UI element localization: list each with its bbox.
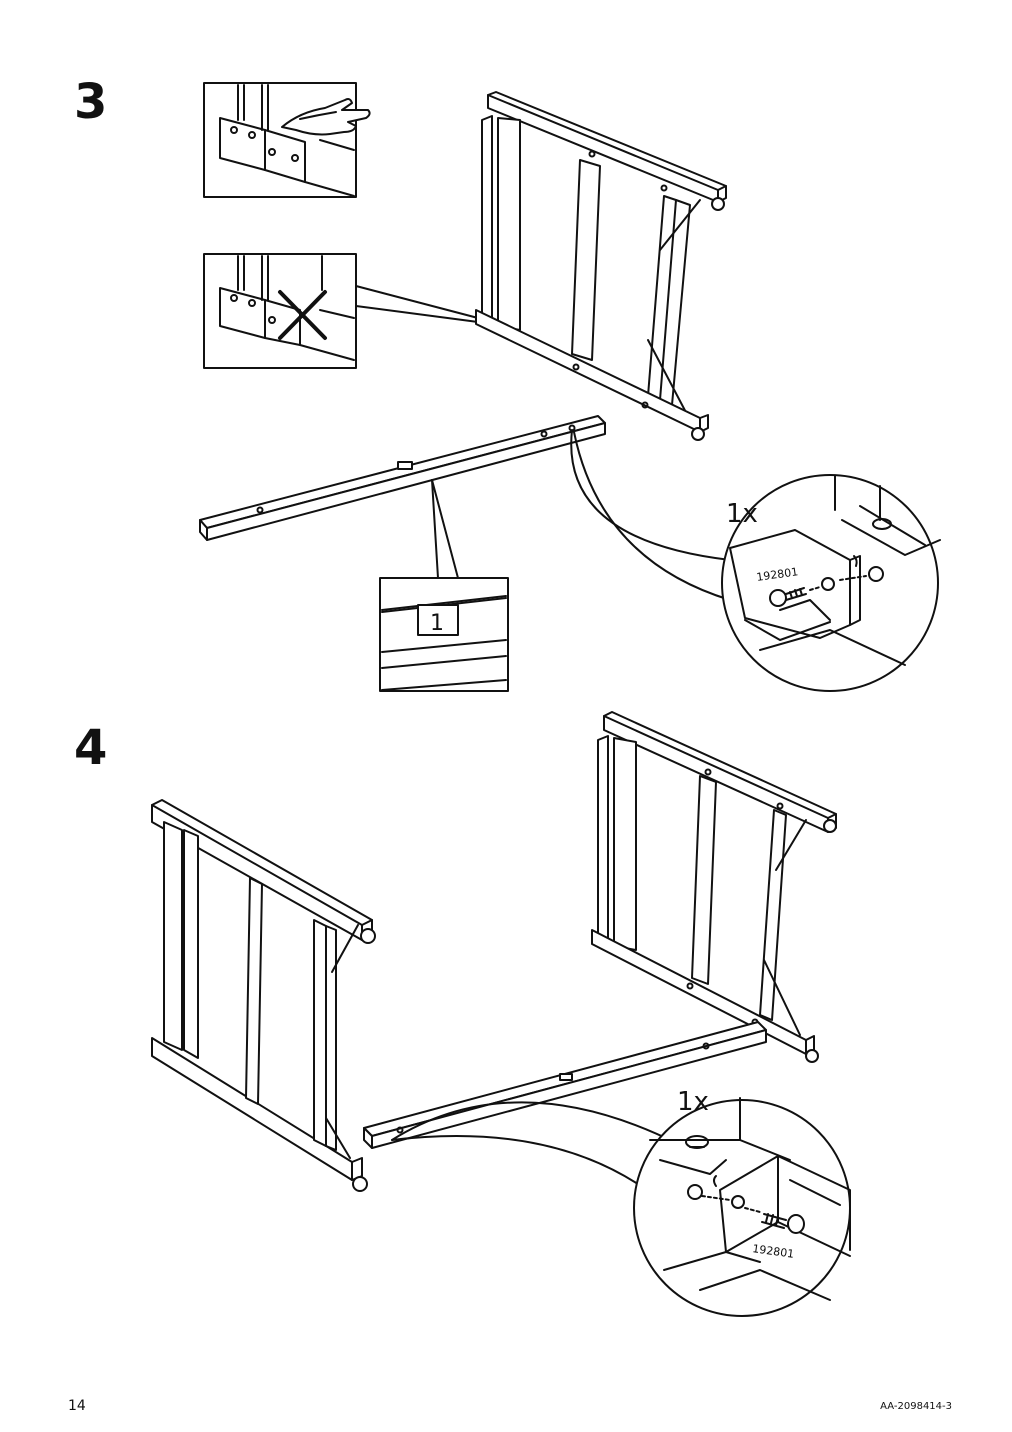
quantity-label-step3: 1x [726, 499, 758, 529]
stretcher-rail-step3 [199, 415, 731, 601]
hand-pointing-icon [281, 98, 371, 136]
bolt-detail-step3 [721, 474, 941, 692]
end-frame-right-step4 [591, 711, 837, 1063]
stretcher-rail-step4 [363, 1021, 767, 1201]
quantity-label-step4: 1x [677, 1087, 709, 1117]
bolt-detail-step4 [633, 1097, 851, 1317]
end-frame-left-step4 [151, 799, 376, 1192]
detail-correct-orientation [203, 82, 371, 198]
document-id: AA-2098414-3 [880, 1401, 952, 1412]
step-number-3: 3 [74, 74, 108, 130]
detail-wrong-orientation [203, 253, 479, 369]
part-number-step3: 192801 [756, 565, 799, 584]
step-number-4: 4 [74, 720, 108, 776]
cross-mark-icon [278, 290, 327, 340]
label-detail-box [379, 577, 509, 692]
page-number: 14 [68, 1398, 86, 1414]
label-box-number: 1 [430, 611, 444, 636]
end-frame-step3 [475, 91, 727, 441]
part-number-step4: 192801 [752, 1242, 795, 1261]
